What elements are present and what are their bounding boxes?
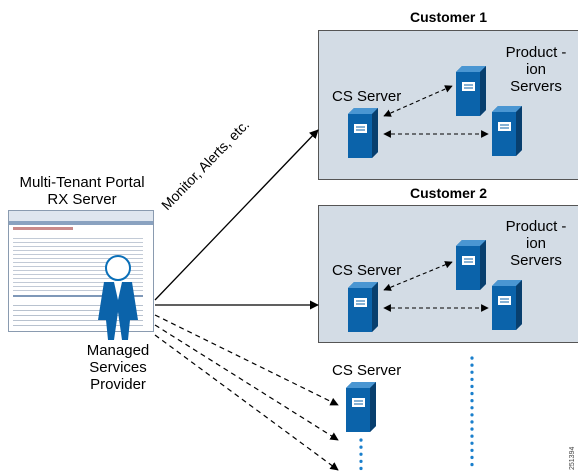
provider-label-line1: Managed xyxy=(86,342,150,359)
customer-1-production-label-line1: Product - xyxy=(505,44,567,61)
customer-2-production-label: Product - ion Servers xyxy=(496,218,576,269)
customer-2-production-label-line3: Servers xyxy=(510,252,562,269)
customer-2-cs-server-icon xyxy=(347,281,379,333)
customer-1-production-server-b-icon xyxy=(491,105,523,157)
customer-1-production-server-a-icon xyxy=(455,65,487,117)
customer-1-cs-server-icon xyxy=(347,107,379,159)
customer-2-production-label-line1: Product - xyxy=(505,218,567,235)
standalone-cs-label: CS Server xyxy=(332,362,402,379)
provider-label-line2: Services xyxy=(89,359,147,376)
provider-label-line3: Provider xyxy=(90,376,146,393)
customer-1-production-label: Product - ion Servers xyxy=(496,44,576,95)
customer-1-cs-label: CS Server xyxy=(332,88,402,105)
customer-2-production-server-a-icon xyxy=(455,239,487,291)
person-icon xyxy=(98,255,138,340)
customer-2-production-label-line2: ion xyxy=(525,235,547,252)
portal-label-line1: Multi-Tenant Portal xyxy=(19,174,145,191)
customer-2-title: Customer 2 xyxy=(410,185,488,201)
customer-1-title: Customer 1 xyxy=(410,9,488,25)
customer-2-production-server-b-icon xyxy=(491,279,523,331)
provider-label: Managed Services Provider xyxy=(60,342,176,393)
customer-1-production-label-line3: Servers xyxy=(510,78,562,95)
portal-label: Multi-Tenant Portal RX Server xyxy=(0,174,164,208)
customer-2-cs-label: CS Server xyxy=(332,262,402,279)
standalone-cs-server-icon xyxy=(345,381,377,433)
customer-1-production-label-line2: ion xyxy=(525,61,547,78)
figure-id: 251394 xyxy=(569,446,576,470)
portal-label-line2: RX Server xyxy=(47,191,117,208)
